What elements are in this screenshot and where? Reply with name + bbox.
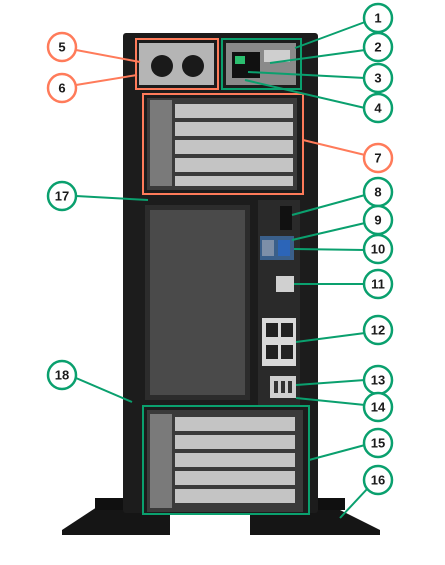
callout-circle-3 — [362, 62, 394, 94]
callout-number-1: 1 — [374, 11, 381, 26]
callout-circle-12 — [362, 314, 394, 346]
callout-circle-11 — [362, 268, 394, 300]
callout-number-2: 2 — [374, 40, 381, 55]
callout-number-9: 9 — [374, 213, 381, 228]
callout-number-16: 16 — [371, 473, 385, 488]
callout-leader-3 — [247, 71, 366, 79]
callout-leader-16 — [339, 487, 369, 519]
power-supply — [226, 43, 296, 85]
fan-grille — [145, 205, 250, 400]
highlight-expansion-top — [142, 93, 304, 195]
callout-leader-13 — [295, 379, 366, 386]
callout-number-17: 17 — [55, 189, 69, 204]
callout-leader-15 — [308, 444, 366, 461]
callout-circle-4 — [362, 92, 394, 124]
callout-number-4: 4 — [374, 101, 382, 116]
callout-leader-2 — [269, 49, 366, 64]
callout-circle-6 — [46, 72, 78, 104]
callout-leader-10 — [293, 248, 366, 251]
callout-circle-15 — [362, 427, 394, 459]
callout-leader-18 — [75, 377, 133, 403]
callout-leader-7 — [302, 139, 366, 156]
callout-number-7: 7 — [374, 151, 381, 166]
callout-circle-10 — [362, 233, 394, 265]
callout-number-8: 8 — [374, 185, 381, 200]
callout-number-10: 10 — [371, 242, 385, 257]
callout-circle-14 — [362, 391, 394, 423]
callout-number-13: 13 — [371, 373, 385, 388]
callout-circle-5 — [46, 31, 78, 63]
callout-leader-4 — [244, 79, 366, 109]
callout-circle-7 — [362, 142, 394, 174]
callout-leader-17 — [75, 195, 149, 201]
optional-psu-bay-blanks — [139, 43, 214, 85]
callout-leader-6 — [75, 74, 138, 86]
callout-number-12: 12 — [371, 323, 385, 338]
highlight-psu-bays — [135, 38, 219, 90]
callout-leader-14 — [295, 397, 366, 406]
callout-number-14: 14 — [371, 400, 386, 415]
callout-leader-9 — [291, 222, 366, 241]
callout-circle-17 — [46, 180, 78, 212]
callout-leader-1 — [294, 21, 366, 49]
callout-circle-16 — [362, 464, 394, 496]
callout-circle-2 — [362, 31, 394, 63]
callout-number-3: 3 — [374, 71, 381, 86]
callout-number-6: 6 — [58, 81, 65, 96]
callout-leader-8 — [291, 194, 366, 216]
callout-leader-12 — [295, 332, 366, 343]
callout-leader-5 — [75, 49, 141, 63]
callout-number-11: 11 — [371, 277, 385, 292]
expansion-slots-top — [147, 98, 297, 190]
io-panel — [258, 200, 300, 405]
highlight-power-supply — [221, 38, 302, 90]
callout-number-5: 5 — [58, 40, 65, 55]
expansion-slots-bottom — [147, 410, 303, 512]
callout-number-15: 15 — [371, 436, 385, 451]
callout-circle-18 — [46, 359, 78, 391]
callout-number-18: 18 — [55, 368, 69, 383]
